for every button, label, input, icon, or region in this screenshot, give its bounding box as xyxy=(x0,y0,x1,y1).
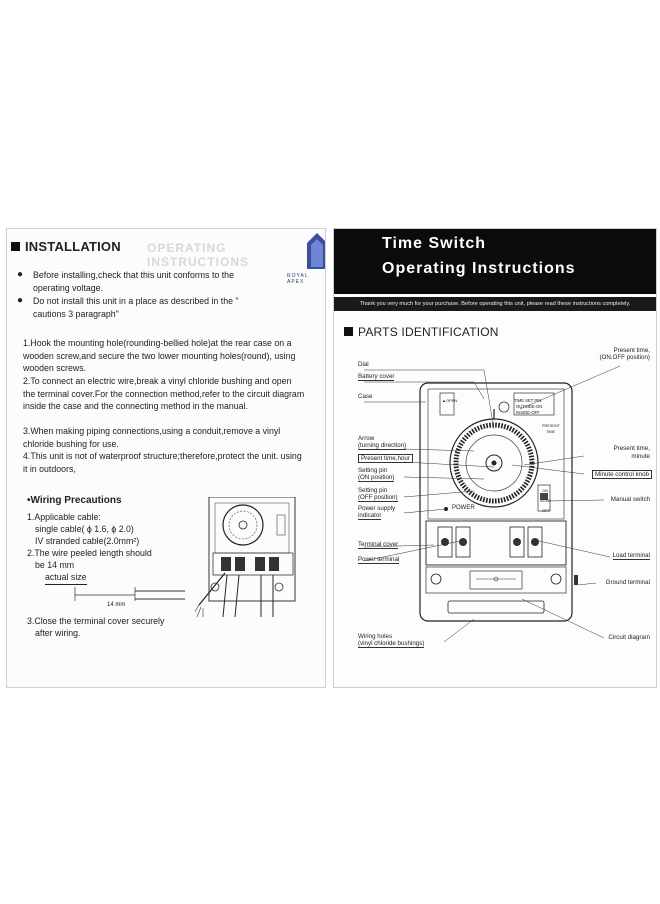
title-banner: Time Switch Operating Instructions xyxy=(334,229,656,294)
left-page: OPERATING INSTRUCTIONS INSTALLATION ROYA… xyxy=(6,228,326,688)
time-switch-diagram xyxy=(419,382,578,622)
square-bullet-icon xyxy=(344,327,353,336)
wiring-illustration xyxy=(195,497,296,617)
right-page: Time Switch Operating Instructions Thank… xyxy=(333,228,657,688)
wiring-item-3b: after wiring. xyxy=(35,628,81,638)
label-present-hour: Present time,hour xyxy=(358,454,413,463)
label-arrow: Arrow xyxy=(358,435,375,442)
time-text: TIME xyxy=(546,430,556,434)
label-circuit-diagram: Circuit diagram xyxy=(608,634,650,641)
actual-size-label: actual size xyxy=(45,571,87,585)
installation-heading: INSTALLATION xyxy=(11,239,121,254)
wiring-item-2a: 2.The wire peeled length should xyxy=(27,548,152,558)
wire-strip-diagram xyxy=(74,587,185,601)
wiring-title: •Wiring Precautions xyxy=(27,495,122,506)
label-on-off-position: (ON.OFF position) xyxy=(599,354,650,361)
step-2: 2.To connect an electric wire,break a vi… xyxy=(23,376,305,412)
mm-label: 14 mm xyxy=(107,602,126,608)
bullet-dot-icon: ● xyxy=(17,269,24,280)
wiring-single-cable: single cable( ϕ 1.6, ϕ 2.0) xyxy=(35,524,134,534)
leader-lines xyxy=(363,365,621,643)
label-minute: minute xyxy=(631,453,650,460)
on-text: ON xyxy=(542,488,548,493)
title-time-switch: Time Switch xyxy=(382,235,487,252)
label-load-terminal: Load terminal xyxy=(612,552,650,560)
thanks-strip: Thank you very much for your purchase. B… xyxy=(334,297,656,311)
title-operating-instructions: Operating Instructions xyxy=(382,260,576,277)
outside-on-text: OUTSIDE-ON xyxy=(516,404,543,409)
parts-heading: PARTS IDENTIFICATION xyxy=(344,325,499,339)
present-text: PRESENT xyxy=(542,424,560,428)
label-case: Case xyxy=(358,393,373,400)
bullet-dot-icon: ● xyxy=(17,295,24,306)
power-text: POWER xyxy=(452,505,475,511)
wiring-item-3a: 3.Close the terminal cover securely xyxy=(27,616,165,626)
label-wiring-holes: Wiring holes xyxy=(358,633,393,640)
label-power-terminal: Power terminal xyxy=(358,556,400,564)
label-setting-pin-off-pos: (OFF position) xyxy=(358,494,398,502)
step-4: 4.This unit is not of waterproof structu… xyxy=(23,451,302,474)
label-power-indicator: indicator xyxy=(358,512,382,520)
label-present-time-min: Present time, xyxy=(613,445,650,452)
label-present-time: Present time, xyxy=(613,347,650,354)
bullet-item: ● Before installing,check that this unit… xyxy=(17,269,234,293)
label-power-supply: Power supply xyxy=(358,505,396,512)
label-setting-pin-on: Setting pin xyxy=(358,467,388,474)
royal-apex-logo xyxy=(307,233,325,269)
label-setting-pin-off: Setting pin xyxy=(358,487,388,494)
wiring-stranded-cable: IV stranded cable(2.0mm²) xyxy=(35,536,140,546)
step-1: 1.Hook the mounting hole(rounding-bellie… xyxy=(23,338,296,374)
label-dial: Dial xyxy=(358,361,369,368)
time-set-pin-text: TIME SET PIN xyxy=(514,398,542,403)
inside-off-text: INSIDE-OFF xyxy=(516,410,540,415)
wiring-item-2b: be 14 mm xyxy=(35,560,75,570)
logo-text: ROYAL APEX xyxy=(287,273,309,285)
battery-open-text: ▲OPEN xyxy=(442,398,458,403)
auto-text: AUTO xyxy=(540,498,552,503)
label-battery-cover: Battery cover xyxy=(358,373,395,381)
wiring-item-1: 1.Applicable cable: xyxy=(27,512,101,522)
ghost-heading: OPERATING INSTRUCTIONS xyxy=(147,241,249,269)
label-arrow-direction: (turning direction) xyxy=(358,442,407,450)
bullet-item: ● Do not install this unit in a place as… xyxy=(17,295,239,319)
label-setting-pin-on-pos: (ON position) xyxy=(358,474,395,482)
off-text: OFF xyxy=(542,508,550,513)
label-vinyl-bushings: (vinyl chloride bushings) xyxy=(358,640,425,648)
label-terminal-cover: Terminal cover xyxy=(358,541,399,549)
label-ground-terminal: Ground terminal xyxy=(605,579,650,586)
step-3: 3.When making piping connections,using a… xyxy=(23,426,281,449)
square-bullet-icon xyxy=(11,242,20,251)
label-manual-switch: Manual switch xyxy=(610,496,650,503)
label-minute-knob: Minute control knob xyxy=(592,470,652,479)
